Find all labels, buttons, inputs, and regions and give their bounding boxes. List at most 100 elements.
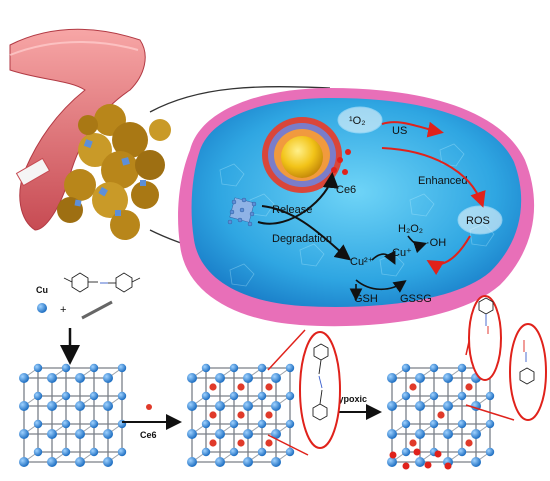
cu-node	[257, 363, 267, 373]
cu-node	[401, 363, 411, 373]
arrow-release	[257, 172, 339, 225]
cu-node	[33, 391, 43, 401]
cu-node	[485, 447, 495, 457]
cu-node	[89, 363, 99, 373]
ce6-molecule	[465, 439, 473, 447]
label-cu: Cu	[36, 285, 48, 295]
cu-node	[89, 391, 99, 401]
cu-node	[471, 457, 481, 467]
tumor-aggregate	[57, 104, 171, 240]
label-ce6-cell: Ce6	[336, 184, 356, 196]
ce6-dots-cell	[331, 149, 351, 175]
cu-node	[415, 401, 425, 411]
cu-node	[415, 429, 425, 439]
ce6-molecule	[265, 439, 273, 447]
cu-node	[271, 373, 281, 383]
cu-node	[33, 419, 43, 429]
cu-node	[285, 391, 295, 401]
singlet-oxygen-bubble: ¹O₂	[337, 106, 383, 134]
cu-node	[33, 363, 43, 373]
cu-node	[257, 447, 267, 457]
label-gssg: GSSG	[400, 293, 432, 305]
cu-node	[117, 363, 127, 373]
cu-node	[415, 457, 425, 467]
ce6-molecule	[209, 411, 217, 419]
cu-node	[457, 391, 467, 401]
cu-node	[285, 447, 295, 457]
cu-node	[187, 429, 197, 439]
ce6-molecule	[237, 439, 245, 447]
cu-node	[387, 429, 397, 439]
cu-node	[457, 447, 467, 457]
label-singlet-oxygen: ¹O₂	[349, 115, 366, 127]
mof-nanoparticles-small	[74, 139, 146, 216]
ce6-molecule	[209, 383, 217, 391]
cu-node	[415, 373, 425, 383]
cu-node	[401, 391, 411, 401]
zoom-oval-reduced-azo-1	[465, 295, 502, 381]
label-us: US	[392, 125, 407, 137]
label-ros: ROS	[466, 215, 490, 227]
ce6-molecule	[409, 383, 417, 391]
cu-node	[443, 373, 453, 383]
cu-node	[271, 401, 281, 411]
cu-node	[89, 419, 99, 429]
cu-node	[47, 401, 57, 411]
cu-node	[429, 391, 439, 401]
cu-node	[485, 391, 495, 401]
cu-node	[19, 373, 29, 383]
arrow-gsh-gssg	[355, 279, 407, 293]
cu-node	[47, 373, 57, 383]
label-ce6-arrow: Ce6	[140, 430, 157, 440]
cu-node	[229, 419, 239, 429]
released-ce6-dots	[389, 448, 452, 470]
arrow-cu-cycle	[371, 250, 396, 265]
label-cu2plus: Cu²⁺	[350, 256, 374, 268]
label-degradation: Degradation	[272, 233, 332, 245]
cu-node	[443, 429, 453, 439]
cu-node	[47, 429, 57, 439]
cu-node	[215, 429, 225, 439]
cu-node	[471, 429, 481, 439]
cu-node	[117, 391, 127, 401]
zoom-oval-reduced-azo-2	[465, 323, 547, 421]
cu-node	[387, 401, 397, 411]
cu-node	[215, 457, 225, 467]
cu-node	[271, 457, 281, 467]
ce6-molecule	[237, 383, 245, 391]
ce6-dot-icon	[146, 404, 152, 410]
ce6-molecule	[265, 411, 273, 419]
ce6-molecule	[237, 411, 245, 419]
cu-node	[187, 401, 197, 411]
cu-node	[89, 447, 99, 457]
zoom-line-top	[149, 86, 331, 113]
cu-node	[187, 373, 197, 383]
cu-node	[103, 457, 113, 467]
ce6-molecule	[209, 439, 217, 447]
cu-node	[257, 419, 267, 429]
cu-node	[75, 429, 85, 439]
nucleus	[262, 117, 342, 193]
cu-node	[47, 457, 57, 467]
cu-node	[215, 373, 225, 383]
ros-bubble: ROS	[457, 205, 503, 235]
arrow-h2o2-oh	[407, 235, 428, 254]
cu-node	[61, 447, 71, 457]
cu-node	[229, 363, 239, 373]
mof-lattice-hypoxic	[387, 363, 495, 467]
cu-node	[61, 391, 71, 401]
azo-linker-molecule	[63, 272, 141, 293]
arrow-degradation	[261, 205, 352, 261]
cu-node	[243, 373, 253, 383]
cu-node	[75, 401, 85, 411]
cu-node	[201, 419, 211, 429]
cu-node	[243, 429, 253, 439]
label-h2o2: H₂O₂	[398, 223, 423, 235]
cu-node	[75, 373, 85, 383]
arrow-us	[381, 121, 444, 138]
linker-stick-icon	[81, 300, 113, 320]
cu-node	[61, 363, 71, 373]
cu-node	[229, 391, 239, 401]
cu-node	[243, 457, 253, 467]
cu-node	[201, 447, 211, 457]
